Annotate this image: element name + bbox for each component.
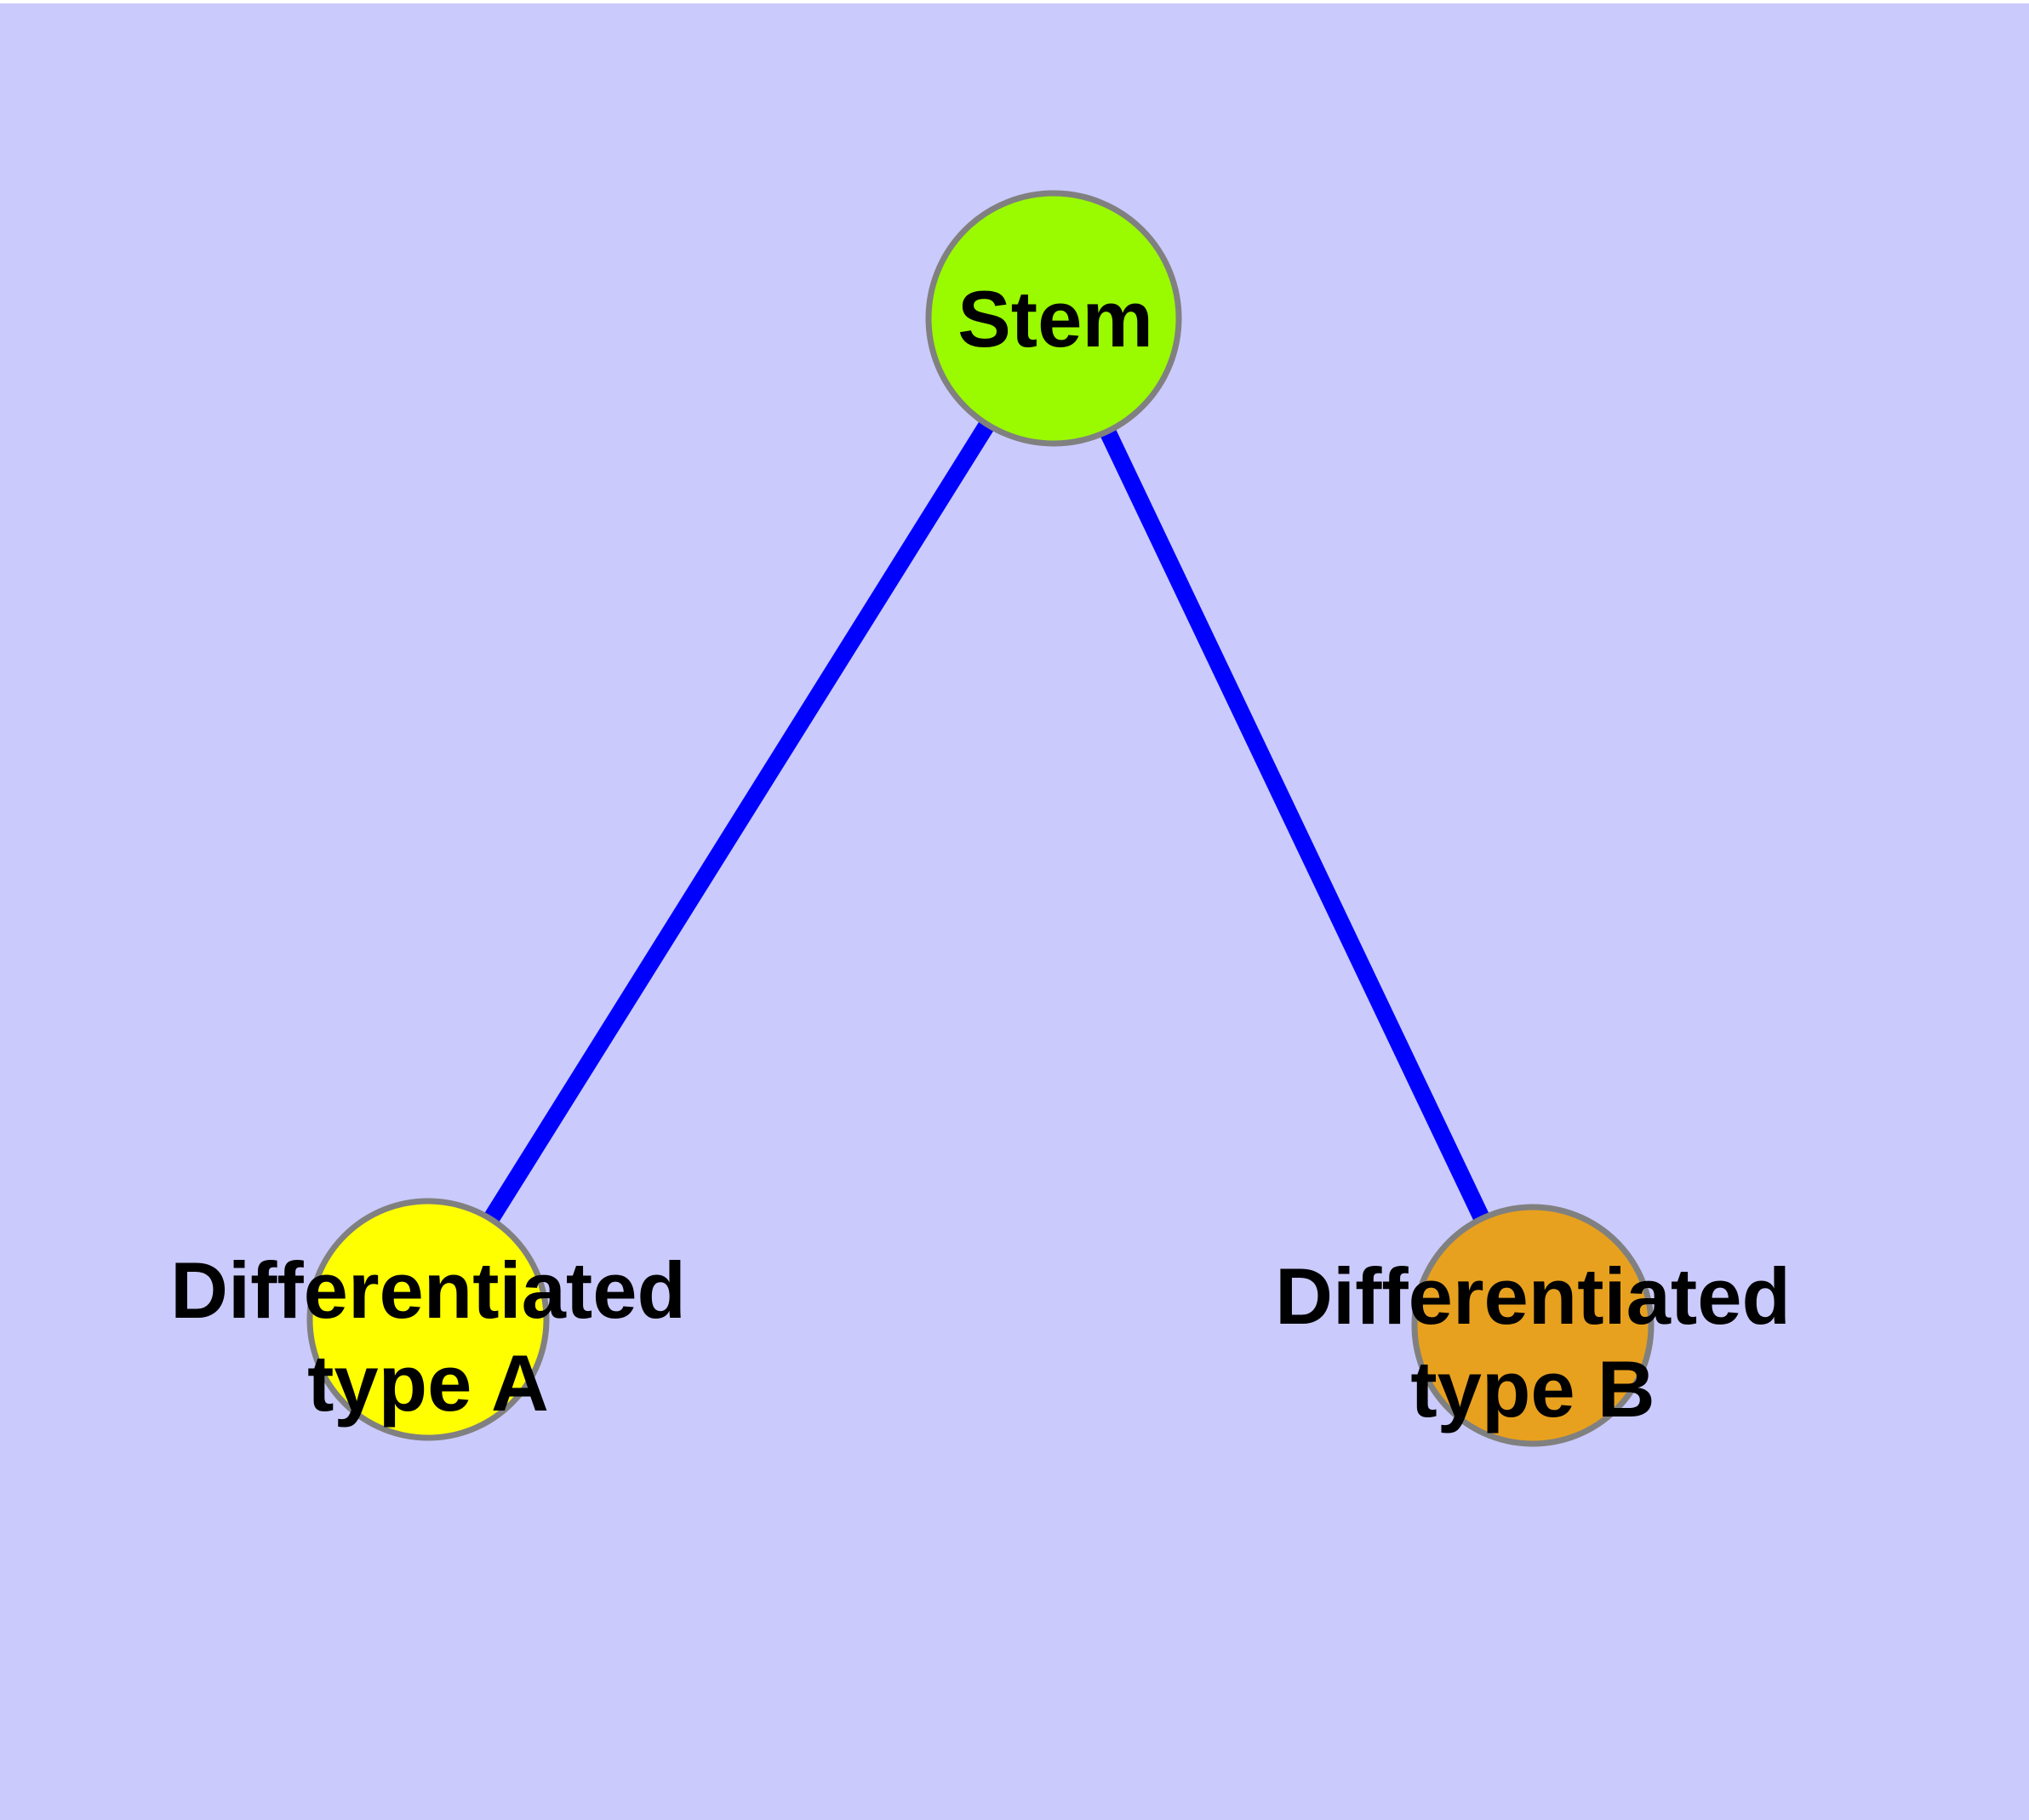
- label-group: Stem Differentiated type A Differentiate…: [170, 274, 1791, 1434]
- edge-stem-to-type-a: [420, 313, 1061, 1325]
- differentiated-type-a-label-line1: Differentiated: [170, 1245, 686, 1335]
- differentiated-type-a-label-line2: type A: [307, 1338, 549, 1428]
- top-margin-strip: [0, 0, 2029, 3]
- stem-node-label: Stem: [957, 274, 1153, 363]
- edge-group: [420, 313, 1541, 1330]
- node-group: [306, 190, 1655, 1447]
- differentiated-type-b-label-line1: Differentiated: [1275, 1251, 1791, 1341]
- differentiated-type-b-node-circle: [1411, 1204, 1655, 1447]
- stem-node-circle: [925, 190, 1182, 447]
- edge-stem-to-type-b: [1045, 314, 1541, 1330]
- differentiated-type-b-label-line2: type B: [1410, 1344, 1655, 1434]
- differentiated-type-a-node-circle: [306, 1198, 550, 1441]
